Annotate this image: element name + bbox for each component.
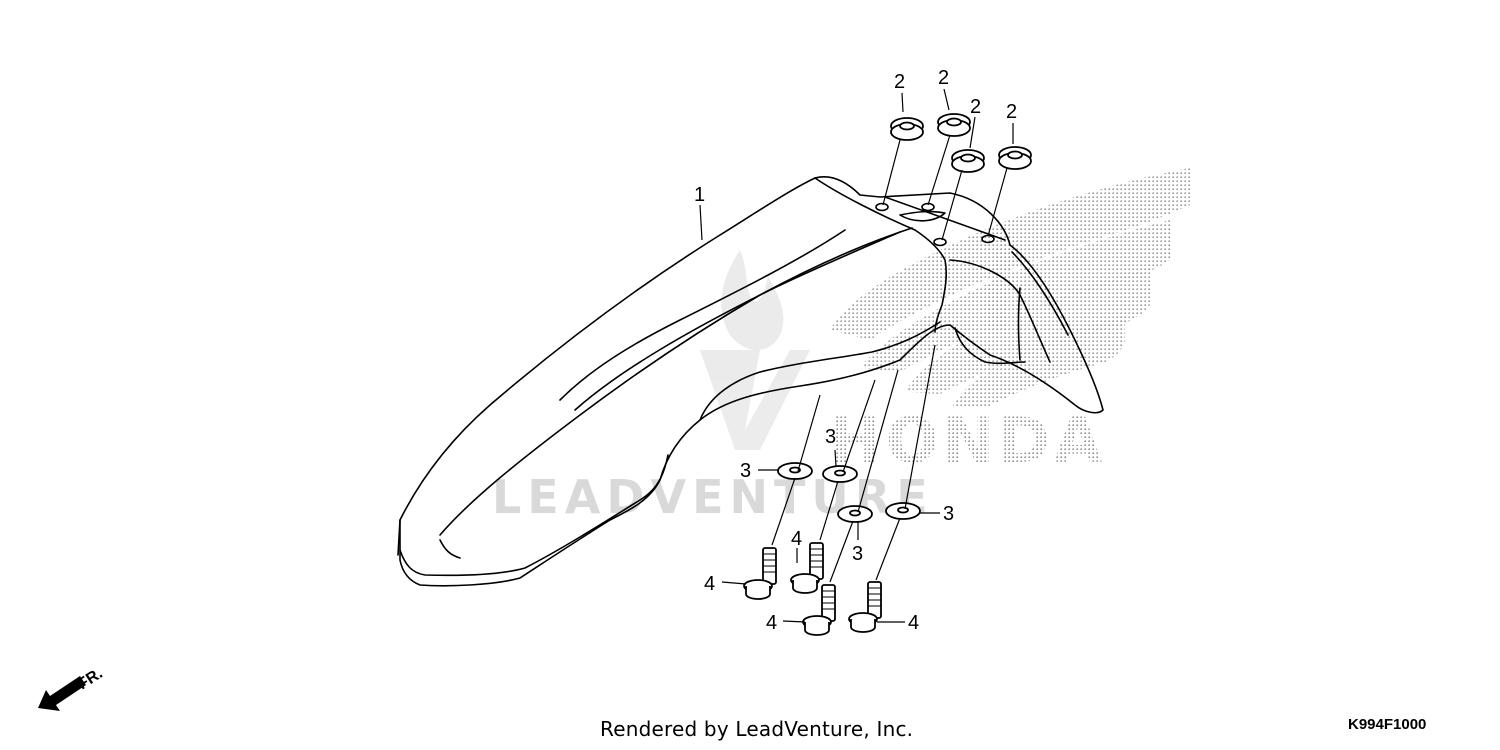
callout-4a: 4 <box>704 573 715 595</box>
callout-3a: 3 <box>740 460 751 482</box>
grommet-1[interactable] <box>890 117 924 141</box>
callout-4c: 4 <box>766 612 777 634</box>
callout-3d: 3 <box>852 543 863 565</box>
callouts: 1 2 2 2 2 3 3 3 3 4 4 4 4 <box>694 67 1017 634</box>
washer-3[interactable] <box>837 505 873 523</box>
callout-4b: 4 <box>791 528 802 550</box>
washer-2[interactable] <box>822 465 858 483</box>
wing-logo-icon <box>830 168 1190 408</box>
bolt-3[interactable] <box>802 584 836 636</box>
bolt-2[interactable] <box>790 542 824 594</box>
callout-1: 1 <box>694 184 705 206</box>
callout-3b: 3 <box>825 426 836 448</box>
arrow-down-left-icon: FR. <box>38 665 106 711</box>
callout-2c: 2 <box>970 96 981 118</box>
washer-1[interactable] <box>777 462 813 480</box>
brand-watermark: HONDA <box>830 404 1106 477</box>
rendered-by-footer: Rendered by LeadVenture, Inc. <box>600 717 914 741</box>
callout-2b: 2 <box>938 67 949 89</box>
grommet-4[interactable] <box>998 146 1032 170</box>
bolt-4[interactable] <box>848 581 882 633</box>
dealer-watermark-logo <box>700 250 810 450</box>
grommet-3[interactable] <box>951 149 985 173</box>
callout-2d: 2 <box>1006 101 1017 123</box>
front-fender[interactable] <box>397 176 1104 587</box>
diagram-code: K994F1000 <box>1348 716 1427 733</box>
bolt-1[interactable] <box>743 547 777 600</box>
callout-3c: 3 <box>943 503 954 525</box>
callout-4d: 4 <box>908 612 919 634</box>
grommet-2[interactable] <box>937 113 971 137</box>
leader-lines <box>699 88 1014 623</box>
washer-4[interactable] <box>885 502 921 520</box>
callout-2a: 2 <box>894 71 905 93</box>
